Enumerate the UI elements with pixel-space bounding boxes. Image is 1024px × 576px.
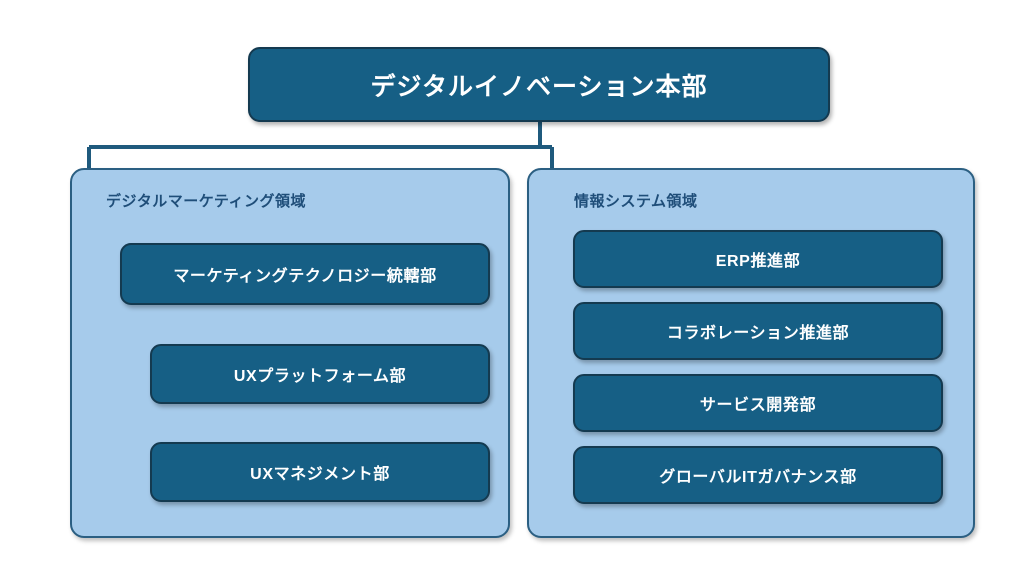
unit-label-ux-platform: UXプラットフォーム部 xyxy=(233,368,407,385)
unit-label-marketing-technology: マーケティングテクノロジー統轄部 xyxy=(173,268,437,285)
unit-label-service-development: サービス開発部 xyxy=(699,397,817,414)
unit-label-erp-promotion: ERP推進部 xyxy=(715,253,801,270)
unit-box-global-it-governance[interactable]: グローバルITガバナンス部 xyxy=(573,446,943,504)
group-title-information-system: 情報システム領域 xyxy=(574,193,698,210)
unit-label-global-it-governance: グローバルITガバナンス部 xyxy=(659,469,857,486)
group-title-digital-marketing: デジタルマーケティング領域 xyxy=(106,193,307,210)
unit-box-erp-promotion[interactable]: ERP推進部 xyxy=(573,230,943,288)
unit-box-ux-platform[interactable]: UXプラットフォーム部 xyxy=(150,344,490,404)
unit-box-ux-management[interactable]: UXマネジメント部 xyxy=(150,442,490,502)
unit-label-collaboration-promotion: コラボレーション推進部 xyxy=(666,325,850,342)
unit-label-ux-management: UXマネジメント部 xyxy=(250,466,390,483)
root-node[interactable]: デジタルイノベーション本部 xyxy=(248,47,830,122)
unit-box-collaboration-promotion[interactable]: コラボレーション推進部 xyxy=(573,302,943,360)
unit-box-service-development[interactable]: サービス開発部 xyxy=(573,374,943,432)
unit-box-marketing-technology[interactable]: マーケティングテクノロジー統轄部 xyxy=(120,243,490,305)
root-node-label: デジタルイノベーション本部 xyxy=(370,72,708,101)
